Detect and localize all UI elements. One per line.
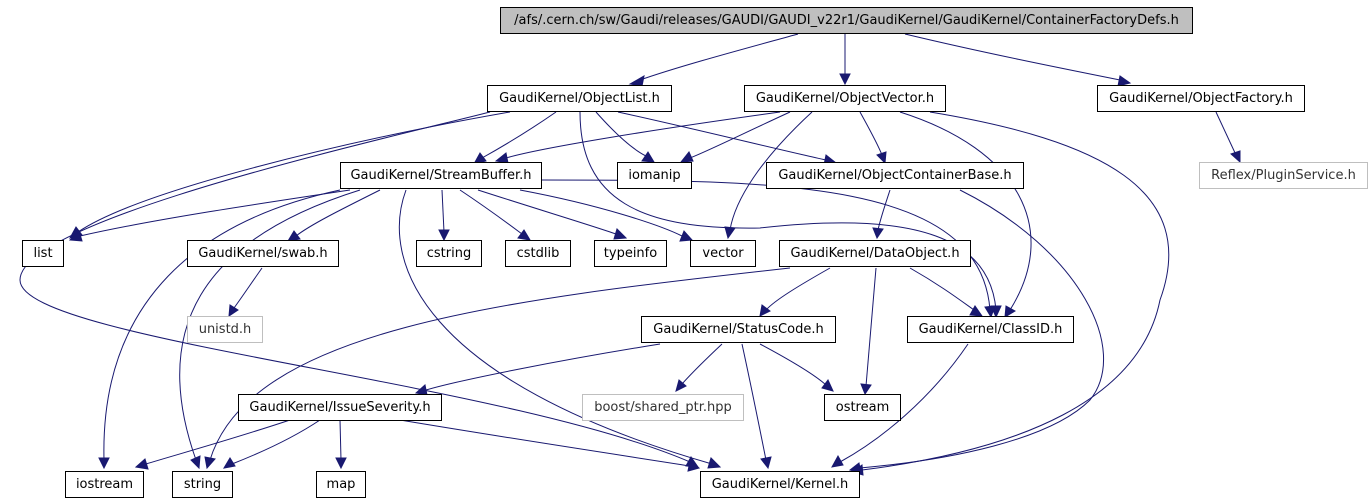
edge-root-objectfactory bbox=[904, 33, 1121, 81]
edge-dataobject-ostream bbox=[865, 267, 877, 387]
edge-arrow bbox=[335, 457, 347, 470]
edge-objectlist-iomanip bbox=[595, 111, 647, 157]
edge-streambuffer-swab bbox=[295, 189, 381, 237]
edge-objectvector-objectcontainerbase bbox=[859, 111, 883, 156]
node-typeinfo[interactable]: typeinfo bbox=[594, 240, 667, 267]
node-shared_ptr: boost/shared_ptr.hpp bbox=[582, 394, 744, 421]
edge-statuscode-kernel bbox=[741, 343, 767, 461]
edge-classid-kernel bbox=[839, 343, 969, 463]
edge-arrow bbox=[204, 456, 216, 470]
edge-dataobject-string bbox=[209, 267, 791, 461]
edge-streambuffer-cstdlib bbox=[459, 189, 523, 235]
node-root-containerfactorydefs[interactable]: /afs/.cern.ch/sw/Gaudi/releases/GAUDI/GA… bbox=[500, 7, 1193, 34]
edge-arrow bbox=[641, 151, 655, 163]
edge-arrow bbox=[821, 379, 834, 392]
edge-arrow bbox=[759, 304, 771, 317]
edge-arrow bbox=[1004, 305, 1016, 318]
edge-arrow bbox=[675, 379, 687, 392]
edge-issueseverity-string bbox=[231, 419, 321, 465]
edge-objectvector-vector bbox=[729, 111, 813, 231]
edge-arrow bbox=[438, 229, 450, 242]
node-objectvector[interactable]: GaudiKernel/ObjectVector.h bbox=[744, 85, 946, 112]
edge-arrow bbox=[223, 457, 236, 469]
edge-arrow bbox=[613, 228, 628, 240]
node-string[interactable]: string bbox=[172, 471, 233, 498]
node-kernel[interactable]: GaudiKernel/Kernel.h bbox=[700, 471, 860, 498]
edge-objectlist-classid bbox=[579, 111, 997, 311]
edge-arrow bbox=[98, 457, 110, 470]
edge-streambuffer-typeinfo bbox=[477, 189, 617, 235]
edge-objectvector-iomanip bbox=[689, 111, 791, 159]
node-objectfactory[interactable]: GaudiKernel/ObjectFactory.h bbox=[1097, 85, 1305, 112]
edge-objectvector-classid bbox=[899, 111, 1032, 311]
edge-arrow bbox=[1230, 150, 1241, 164]
edge-issueseverity-kernel bbox=[399, 419, 691, 467]
edge-objectvector-kernel bbox=[861, 111, 1170, 471]
edge-streambuffer-list bbox=[79, 189, 351, 237]
node-ostream[interactable]: ostream bbox=[824, 394, 901, 421]
node-map[interactable]: map bbox=[316, 471, 366, 498]
node-cstdlib[interactable]: cstdlib bbox=[505, 240, 571, 267]
edge-arrow bbox=[707, 457, 722, 469]
node-issueseverity[interactable]: GaudiKernel/IssueSeverity.h bbox=[238, 394, 442, 421]
edge-issueseverity-iostream bbox=[145, 419, 291, 465]
edge-arrow bbox=[517, 229, 531, 241]
node-classid[interactable]: GaudiKernel/ClassID.h bbox=[907, 316, 1074, 343]
edge-objectcontainerbase-dataobject bbox=[877, 189, 891, 231]
edge-objectlist-streambuffer bbox=[481, 111, 557, 159]
edge-root-objectlist bbox=[639, 33, 799, 81]
edge-arrow bbox=[860, 383, 872, 396]
node-streambuffer[interactable]: GaudiKernel/StreamBuffer.h bbox=[340, 162, 542, 189]
edge-streambuffer-cstring bbox=[441, 189, 445, 233]
edge-streambuffer-kernel bbox=[398, 189, 713, 465]
node-dataobject[interactable]: GaudiKernel/DataObject.h bbox=[779, 240, 971, 267]
node-iomanip[interactable]: iomanip bbox=[617, 162, 692, 189]
edge-objectlist-objectcontainerbase bbox=[617, 111, 827, 161]
edge-arrow bbox=[687, 460, 701, 472]
edge-objectvector-streambuffer bbox=[505, 111, 781, 159]
node-iostream[interactable]: iostream bbox=[65, 471, 144, 498]
edge-arrow bbox=[984, 305, 996, 319]
edge-arrow bbox=[760, 456, 772, 470]
node-pluginservice: Reflex/PluginService.h bbox=[1199, 162, 1368, 189]
node-swab[interactable]: GaudiKernel/swab.h bbox=[187, 240, 339, 267]
edge-arrow bbox=[872, 227, 884, 240]
edge-objectfactory-pluginservice bbox=[1215, 111, 1237, 156]
node-objectcontainerbase[interactable]: GaudiKernel/ObjectContainerBase.h bbox=[766, 162, 1024, 189]
edge-arrow bbox=[969, 305, 984, 317]
edge-arrow bbox=[839, 73, 851, 86]
edge-objectlist-kernel bbox=[19, 111, 691, 463]
edge-statuscode-issueseverity bbox=[425, 343, 661, 391]
edge-dataobject-classid bbox=[909, 267, 975, 311]
edge-streambuffer-iostream bbox=[103, 189, 341, 461]
edge-streambuffer-string bbox=[179, 189, 361, 461]
edge-arrow bbox=[876, 151, 887, 165]
edge-swab-unistd bbox=[233, 267, 263, 309]
edge-objectcontainerbase-kernel bbox=[859, 189, 1105, 469]
edge-dataobject-statuscode bbox=[765, 267, 831, 311]
edge-statuscode-shared_ptr bbox=[681, 343, 723, 385]
edge-arrow bbox=[190, 455, 201, 470]
node-cstring[interactable]: cstring bbox=[416, 240, 482, 267]
edge-arrow bbox=[831, 454, 844, 468]
node-unistd: unistd.h bbox=[187, 316, 263, 343]
edge-arrow bbox=[679, 151, 694, 163]
edge-arrow bbox=[228, 304, 239, 317]
node-vector[interactable]: vector bbox=[690, 240, 756, 267]
edge-objectlist-list bbox=[77, 111, 511, 233]
edge-statuscode-ostream bbox=[759, 343, 827, 386]
edge-arrow bbox=[134, 458, 149, 470]
node-list[interactable]: list bbox=[22, 240, 64, 267]
node-objectlist[interactable]: GaudiKernel/ObjectList.h bbox=[487, 85, 672, 112]
edge-arrow bbox=[679, 230, 694, 242]
edge-arrow bbox=[724, 226, 736, 240]
edge-arrow bbox=[68, 230, 83, 242]
edge-issueseverity-map bbox=[339, 419, 342, 461]
edge-arrow bbox=[1117, 75, 1132, 87]
node-statuscode[interactable]: GaudiKernel/StatusCode.h bbox=[641, 316, 836, 343]
edge-streambuffer-vector bbox=[519, 189, 683, 237]
